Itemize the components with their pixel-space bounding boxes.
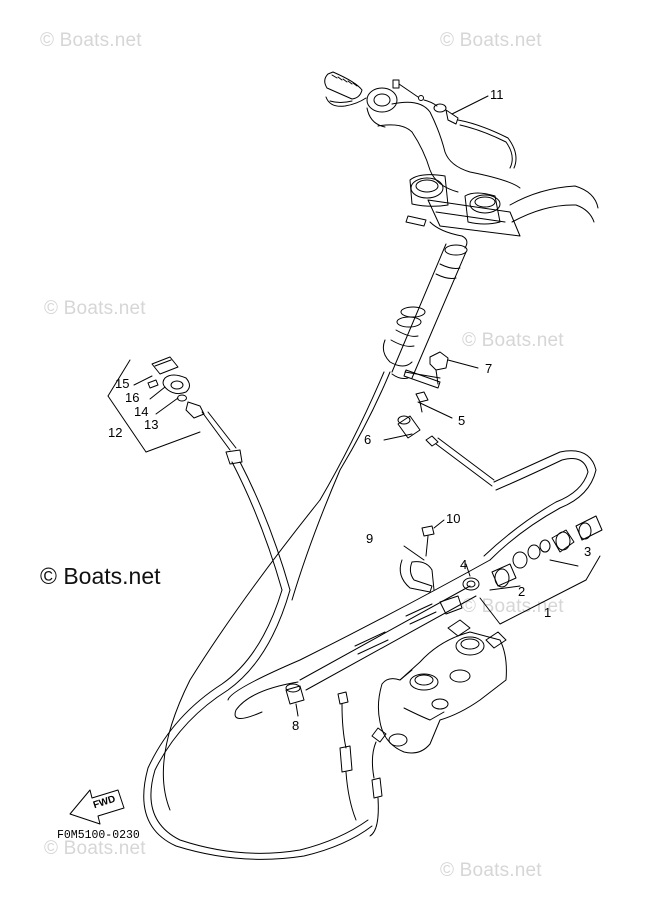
long-cable-loop	[143, 499, 373, 860]
callout-8: 8	[292, 718, 300, 733]
fwd-arrow-icon	[69, 789, 125, 825]
callout-9: 9	[366, 531, 374, 546]
callout-16: 16	[125, 390, 140, 405]
callout-6: 6	[364, 432, 372, 447]
throttle-cable-11	[392, 79, 517, 169]
watermark-mid-right: © Boats.net	[462, 330, 564, 351]
callout-11: 11	[490, 87, 504, 102]
drawing-code: F0M5100-0230	[57, 829, 140, 842]
pump-body	[337, 619, 507, 837]
callout-14: 14	[134, 404, 149, 419]
callout-3: 3	[584, 544, 592, 559]
callout-1: 1	[544, 605, 552, 620]
watermark-lower-right: © Boats.net	[462, 596, 564, 617]
handlebar-assembly	[291, 71, 599, 601]
watermark-bottom-right: © Boats.net	[440, 860, 542, 881]
callout-7: 7	[485, 361, 493, 376]
watermark-bottom-left: © Boats.net	[44, 838, 146, 859]
callout-2: 2	[518, 584, 526, 599]
callout-4: 4	[460, 557, 468, 572]
callout-12: 12	[108, 425, 123, 440]
watermark-mid-left: © Boats.net	[44, 298, 146, 319]
callout-10: 10	[446, 511, 461, 526]
callout-13: 13	[144, 417, 159, 432]
lower-cable-assembly	[227, 515, 603, 719]
watermark-top-right: © Boats.net	[440, 30, 542, 51]
callout-5: 5	[458, 413, 466, 428]
callout-15: 15	[115, 376, 130, 391]
watermark-top-left: © Boats.net	[40, 30, 142, 51]
cable-5-6-7	[383, 351, 597, 561]
parts-group-12-16	[107, 356, 291, 591]
watermark-main: © Boats.net	[40, 563, 161, 589]
